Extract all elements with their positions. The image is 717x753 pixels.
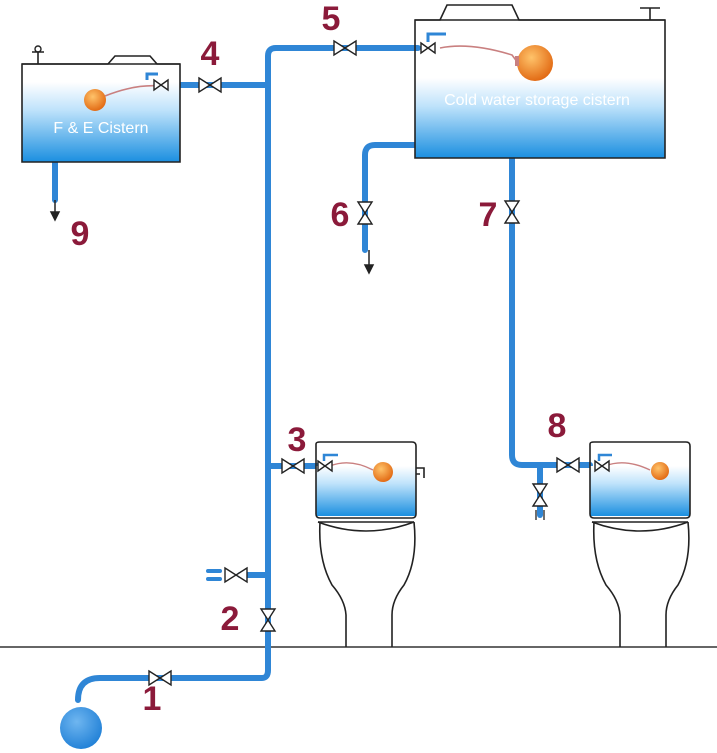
valve-3[interactable] <box>281 458 305 474</box>
mains-supply-circle <box>60 707 102 749</box>
number-1: 1 <box>143 680 162 718</box>
valve-4[interactable] <box>198 77 222 93</box>
number-8: 8 <box>548 407 567 445</box>
number-7: 7 <box>479 196 498 234</box>
number-2: 2 <box>221 600 240 638</box>
fe-cistern: F & E Cistern <box>21 45 181 163</box>
number-5: 5 <box>322 0 341 38</box>
valve-6[interactable] <box>357 201 373 225</box>
pipework <box>52 45 593 703</box>
valve-5[interactable] <box>333 40 357 56</box>
storage-cistern-label: Cold water storage cistern <box>444 92 630 109</box>
flow-arrows <box>49 200 375 275</box>
valve-side-2[interactable] <box>224 567 248 583</box>
valve-7[interactable] <box>504 200 520 224</box>
float-ball <box>373 462 393 482</box>
wc-toilet-1 <box>315 441 425 647</box>
cold-water-storage-cistern: Cold water storage cistern <box>414 4 666 159</box>
number-3: 3 <box>288 421 307 459</box>
float-ball <box>517 45 553 81</box>
valve-8[interactable] <box>556 457 580 473</box>
valve-2[interactable] <box>260 608 276 632</box>
valve-drain-8[interactable] <box>532 483 548 507</box>
float-ball <box>651 462 669 480</box>
float-ball <box>84 89 106 111</box>
valve-numbers: 1 2 3 4 5 6 7 8 9 <box>71 0 567 718</box>
number-4: 4 <box>201 35 220 73</box>
number-6: 6 <box>331 196 350 234</box>
wc-toilet-2 <box>589 441 691 647</box>
number-9: 9 <box>71 215 90 253</box>
fe-cistern-label: F & E Cistern <box>53 120 148 137</box>
